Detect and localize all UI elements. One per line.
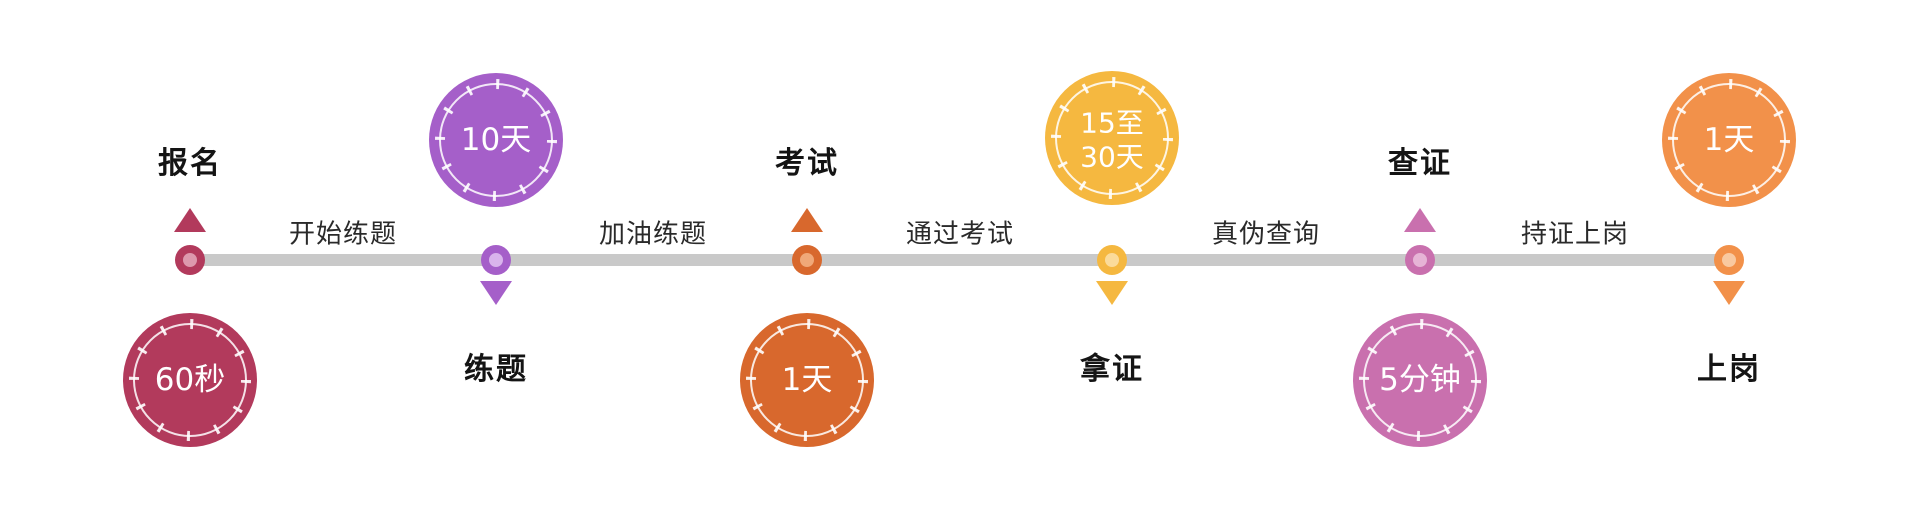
timeline-dot [175, 245, 205, 275]
arrow-up-icon [174, 208, 206, 232]
arrow-up-icon [1404, 208, 1436, 232]
duration-clock-icon: 1天 [1662, 73, 1796, 207]
duration-text: 5分钟 [1379, 362, 1461, 398]
duration-clock-icon: 1天 [740, 313, 874, 447]
timeline-dot-core [800, 253, 814, 267]
segment-label-1: 开始练题 [288, 219, 398, 250]
timeline-dot-core [1722, 253, 1736, 267]
duration-text: 60秒 [155, 362, 225, 398]
arrow-up-icon [791, 208, 823, 232]
timeline-dot-core [489, 253, 503, 267]
timeline-dot-core [1105, 253, 1119, 267]
timeline-dot [1097, 245, 1127, 275]
step-label: 练题 [464, 352, 528, 387]
duration-clock-icon: 60秒 [123, 313, 257, 447]
step-label: 查证 [1388, 146, 1452, 181]
duration-text-line1: 15至 [1080, 107, 1144, 140]
timeline-dot [792, 245, 822, 275]
segment-label-3: 通过考试 [905, 219, 1015, 250]
arrow-down-icon [1096, 281, 1128, 305]
timeline-dot [1405, 245, 1435, 275]
timeline-dot [481, 245, 511, 275]
duration-text: 1天 [782, 362, 833, 398]
segment-label-2: 加油练题 [598, 219, 708, 250]
timeline-dot [1714, 245, 1744, 275]
step-label: 考试 [775, 146, 839, 181]
duration-text-line2: 30天 [1080, 141, 1144, 174]
step-label: 拿证 [1080, 352, 1144, 387]
timeline-bar [181, 254, 1740, 266]
arrow-down-icon [480, 281, 512, 305]
arrow-down-icon [1713, 281, 1745, 305]
step-label: 报名 [158, 146, 222, 181]
duration-clock-icon: 15至 30天 [1045, 71, 1179, 205]
duration-clock-icon: 10天 [429, 73, 563, 207]
duration-text: 10天 [461, 122, 531, 158]
duration-clock-icon: 5分钟 [1353, 313, 1487, 447]
segment-label-4: 真伪查询 [1211, 219, 1321, 250]
timeline-dot-core [1413, 253, 1427, 267]
segment-label-5: 持证上岗 [1520, 219, 1630, 250]
duration-text: 1天 [1704, 122, 1755, 158]
step-label: 上岗 [1697, 352, 1761, 387]
timeline-dot-core [183, 253, 197, 267]
